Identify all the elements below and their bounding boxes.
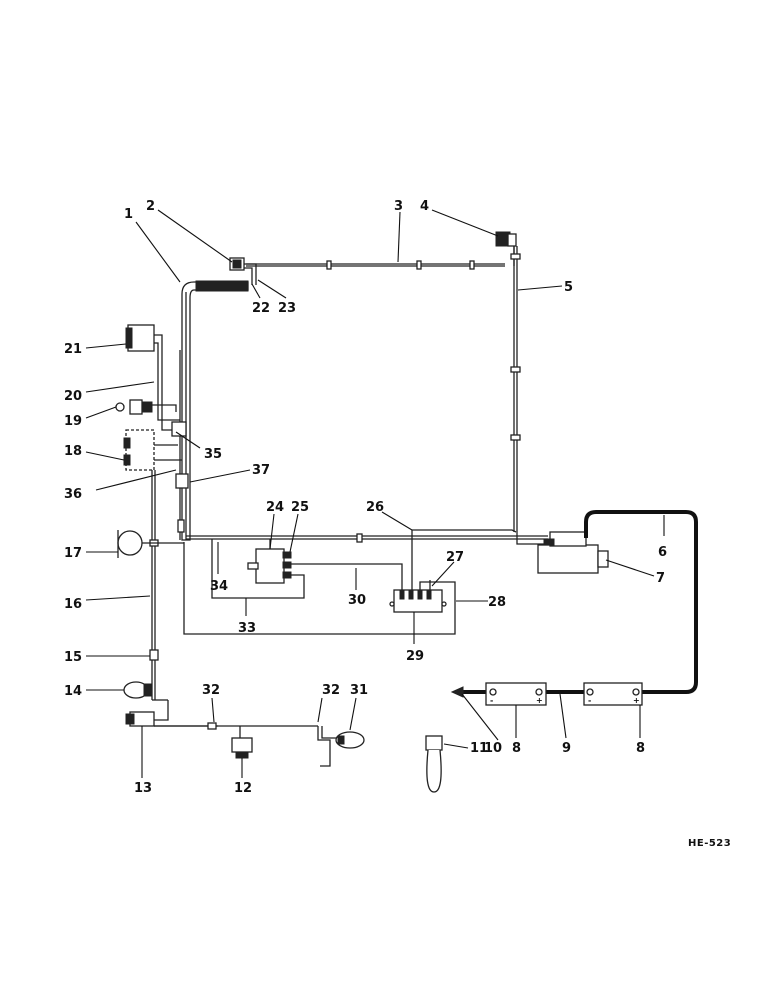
callout-21: 21: [64, 342, 82, 357]
callout-28: 28: [488, 595, 506, 610]
ignition-switch: [211, 539, 305, 599]
loose-fuse-part: [425, 735, 443, 793]
light-switch: [123, 681, 153, 699]
callout-9: 9: [562, 741, 571, 756]
callout-22: 22: [252, 301, 270, 316]
voltage-regulator: [183, 536, 456, 635]
harness-horizontal: [186, 529, 548, 545]
callout-labels: 1 2 3 4 5 6 7 8 8 9 10 11 12 13 14 15 16…: [64, 199, 667, 796]
callout-29: 29: [406, 649, 424, 664]
callout-20: 20: [64, 389, 82, 404]
battery-left-plus: +: [536, 696, 543, 705]
callout-2: 2: [146, 199, 155, 214]
battery-right-minus: -: [588, 696, 591, 705]
wire-right-vertical: [510, 246, 521, 532]
horn: [117, 530, 143, 558]
callout-15: 15: [64, 650, 82, 665]
callout-37: 37: [252, 463, 270, 478]
callout-26: 26: [366, 500, 384, 515]
callout-16: 16: [64, 597, 82, 612]
callout-10: 10: [484, 741, 502, 756]
callout-31: 31: [350, 683, 368, 698]
lower-lamp-wires: [154, 722, 365, 767]
callout-27: 27: [446, 550, 464, 565]
callout-6: 6: [658, 545, 667, 560]
callout-32b: 32: [322, 683, 340, 698]
callout-19: 19: [64, 414, 82, 429]
callout-17: 17: [64, 546, 82, 561]
figure-code: HE-523: [688, 838, 731, 849]
cable-end-arrow: [450, 686, 464, 698]
callout-3: 3: [394, 199, 403, 214]
callout-8b: 8: [636, 741, 645, 756]
callout-1: 1: [124, 207, 133, 222]
starting-motor: [537, 531, 609, 574]
battery-left-minus: -: [490, 696, 493, 705]
callout-24: 24: [266, 500, 284, 515]
battery-cable-starter: [584, 510, 698, 694]
leader-lines: [85, 209, 665, 778]
callout-23: 23: [278, 301, 296, 316]
callout-30: 30: [348, 593, 366, 608]
callout-33: 33: [238, 621, 256, 636]
tail-lamp: [125, 711, 218, 727]
callout-32a: 32: [202, 683, 220, 698]
callout-8a: 8: [512, 741, 521, 756]
connector-2: [229, 257, 257, 285]
battery-right-plus: +: [633, 696, 640, 705]
callout-4: 4: [420, 199, 429, 214]
callout-12: 12: [234, 781, 252, 796]
main-harness-tube: [179, 280, 249, 541]
callout-34: 34: [210, 579, 228, 594]
gauge-cluster: [115, 324, 187, 471]
wire-top-run: [246, 260, 505, 270]
callout-7: 7: [656, 571, 665, 586]
battery-left: - +: [485, 682, 547, 706]
callout-13: 13: [134, 781, 152, 796]
callout-11: 11: [470, 741, 488, 756]
connector-4: [495, 231, 517, 266]
callout-25: 25: [291, 500, 309, 515]
callout-35: 35: [204, 447, 222, 462]
callout-18: 18: [64, 444, 82, 459]
callout-36: 36: [64, 487, 82, 502]
callout-14: 14: [64, 684, 82, 699]
battery-right: - +: [583, 682, 643, 706]
callout-5: 5: [564, 280, 573, 295]
lower-left-wires: [138, 470, 189, 721]
